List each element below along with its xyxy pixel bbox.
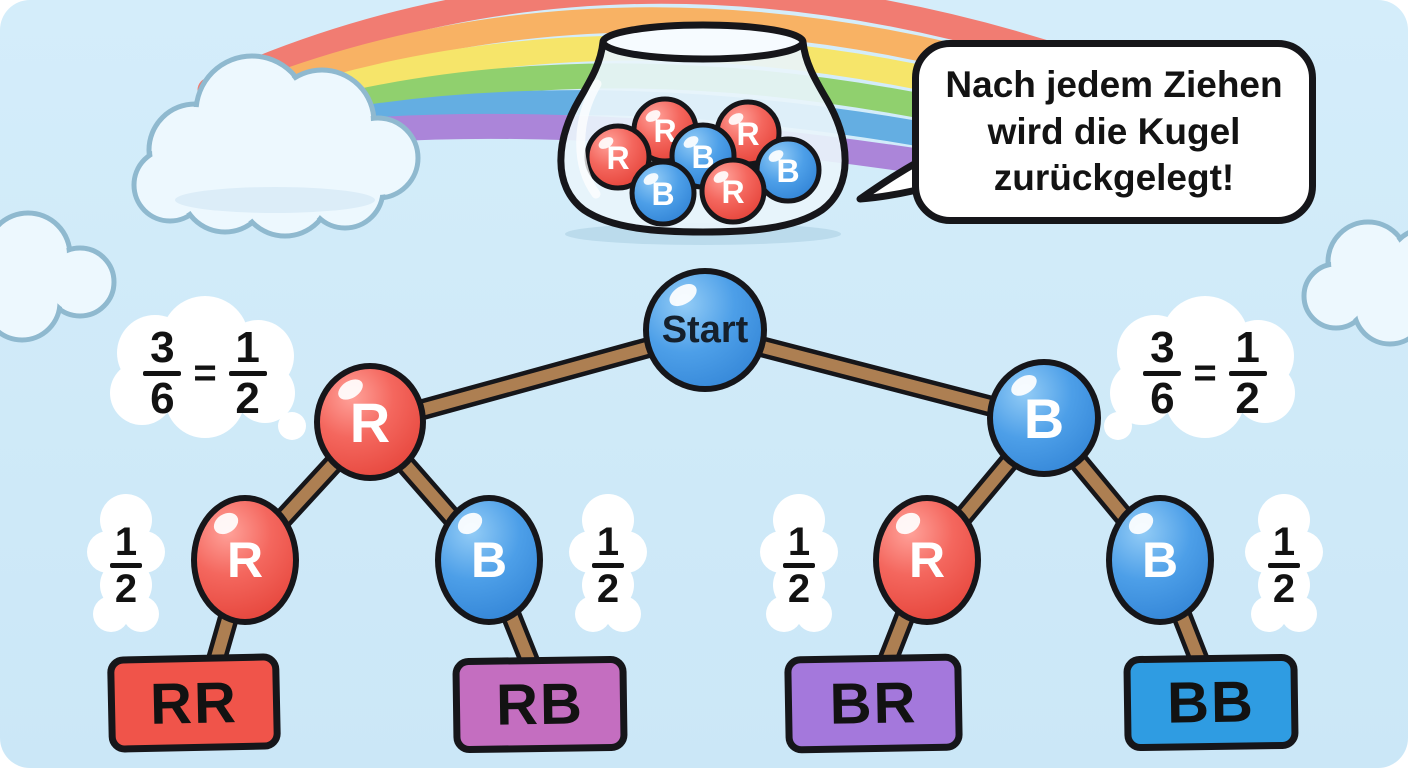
ball-highlight bbox=[665, 279, 701, 311]
jar-glass-highlight bbox=[576, 79, 602, 199]
tree-node-start: Start bbox=[643, 268, 767, 392]
jar-balls: R R R B bbox=[584, 96, 822, 227]
numerator: 1 bbox=[787, 519, 811, 564]
fraction-bar bbox=[110, 562, 142, 568]
denominator: 2 bbox=[787, 566, 811, 611]
tree-node-label: B bbox=[470, 532, 508, 588]
tree-node-r: R bbox=[314, 363, 426, 481]
jar-ball: R bbox=[699, 157, 767, 225]
probability-cloud-half: 1 2 bbox=[563, 490, 653, 640]
fraction: 1 2 bbox=[1228, 322, 1267, 423]
tree-node-label: R bbox=[908, 532, 946, 588]
tree-node-label: B bbox=[1141, 532, 1179, 588]
svg-text:B: B bbox=[651, 176, 674, 212]
probability-cloud-right: 3 6 = 1 2 bbox=[1100, 296, 1310, 448]
fraction-bar bbox=[783, 562, 815, 568]
cloud-top-left-icon bbox=[131, 53, 421, 239]
cloud-left-edge-icon bbox=[0, 210, 117, 343]
fraction-expression: 1 2 bbox=[1239, 490, 1329, 640]
outcome-box-rb: RB bbox=[452, 655, 628, 754]
equals-sign: = bbox=[193, 350, 217, 395]
fraction: 1 2 bbox=[228, 322, 267, 423]
numerator: 1 bbox=[235, 322, 260, 372]
thought-cloud-icon bbox=[87, 494, 165, 632]
fraction-expression: 1 2 bbox=[754, 490, 844, 640]
speech-bubble: Nach jedem Ziehen wird die Kugel zurückg… bbox=[912, 40, 1316, 224]
fraction: 1 2 bbox=[110, 522, 142, 609]
tree-node-b: B bbox=[987, 359, 1101, 477]
outcome-box-rr: RR bbox=[107, 653, 281, 753]
tree-node-rb-second: B bbox=[435, 495, 543, 625]
fraction: 3 6 bbox=[143, 322, 182, 423]
fraction: 1 2 bbox=[1268, 522, 1300, 609]
denominator: 2 bbox=[235, 373, 260, 423]
numerator: 1 bbox=[596, 519, 620, 564]
tree-node-br-second: R bbox=[873, 495, 981, 625]
tree-node-bb-second: B bbox=[1106, 495, 1214, 625]
probability-cloud-left: 3 6 = 1 2 bbox=[100, 296, 310, 448]
fraction-bar bbox=[228, 370, 267, 376]
svg-text:B: B bbox=[691, 139, 714, 175]
denominator: 2 bbox=[1272, 566, 1296, 611]
numerator: 1 bbox=[1235, 322, 1260, 372]
fraction-bar bbox=[592, 562, 624, 568]
jar-outline bbox=[557, 41, 849, 236]
jar: R R R B bbox=[557, 21, 849, 245]
numerator: 3 bbox=[150, 322, 175, 372]
svg-text:R: R bbox=[721, 174, 744, 210]
fraction-bar bbox=[1268, 562, 1300, 568]
denominator: 2 bbox=[596, 566, 620, 611]
speech-bubble-line: zurückgelegt! bbox=[993, 157, 1235, 199]
fraction-bar bbox=[1143, 370, 1182, 376]
svg-text:R: R bbox=[606, 140, 629, 176]
fraction-expression: 3 6 = 1 2 bbox=[100, 298, 310, 448]
fraction-expression: 1 2 bbox=[563, 490, 653, 640]
tree-node-rr-first: R bbox=[191, 495, 299, 625]
denominator: 6 bbox=[150, 373, 175, 423]
cloud-right-edge-icon bbox=[1301, 219, 1408, 347]
jar-rim bbox=[599, 21, 807, 63]
fraction-expression: 3 6 = 1 2 bbox=[1100, 298, 1310, 448]
denominator: 2 bbox=[114, 566, 138, 611]
fraction-bar bbox=[143, 370, 182, 376]
equals-sign: = bbox=[1193, 350, 1217, 395]
thought-cloud-icon bbox=[1245, 494, 1323, 632]
fraction: 3 6 bbox=[1143, 322, 1182, 423]
thought-cloud-icon bbox=[1104, 296, 1295, 440]
tree-node-label: R bbox=[349, 390, 391, 454]
outcome-box-bb: BB bbox=[1123, 653, 1299, 752]
probability-cloud-half: 1 2 bbox=[754, 490, 844, 640]
jar-ball: R bbox=[584, 123, 652, 191]
jar-ball: B bbox=[629, 159, 697, 227]
fraction: 1 2 bbox=[592, 522, 624, 609]
tree-node-label: B bbox=[1023, 386, 1065, 450]
probability-cloud-half: 1 2 bbox=[81, 490, 171, 640]
fraction: 1 2 bbox=[783, 522, 815, 609]
thought-cloud-icon bbox=[569, 494, 647, 632]
tree-node-label: Start bbox=[661, 308, 749, 351]
fraction-bar bbox=[1228, 370, 1267, 376]
numerator: 3 bbox=[1150, 322, 1175, 372]
svg-text:B: B bbox=[776, 153, 799, 189]
svg-text:R: R bbox=[653, 113, 676, 149]
denominator: 2 bbox=[1235, 373, 1260, 423]
probability-cloud-half: 1 2 bbox=[1239, 490, 1329, 640]
numerator: 1 bbox=[114, 519, 138, 564]
tree-node-label: R bbox=[226, 532, 264, 588]
speech-bubble-line: wird die Kugel bbox=[987, 110, 1241, 152]
numerator: 1 bbox=[1272, 519, 1296, 564]
fraction-expression: 1 2 bbox=[81, 490, 171, 640]
speech-bubble-line: Nach jedem Ziehen bbox=[945, 63, 1283, 105]
denominator: 6 bbox=[1150, 373, 1175, 423]
svg-text:R: R bbox=[736, 116, 759, 152]
outcome-box-br: BR bbox=[784, 653, 963, 754]
